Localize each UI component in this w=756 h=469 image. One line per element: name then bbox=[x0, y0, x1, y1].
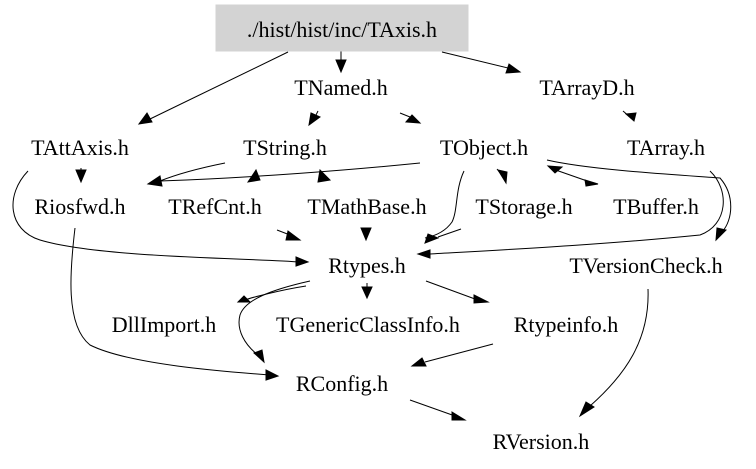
arrow-Rtypes-from-TRefCnt bbox=[285, 230, 302, 241]
edge-Rtypes-Rtypeinfo bbox=[425, 280, 476, 300]
node-TBuffer[interactable]: TBuffer.h bbox=[613, 194, 699, 219]
node-TStorage[interactable]: TStorage.h bbox=[475, 194, 572, 219]
arrow-Rtypeinfo bbox=[473, 294, 490, 304]
arrow-Riosfwd-from-TAttAxis bbox=[75, 169, 87, 184]
arrow-TVersionCheck bbox=[715, 227, 727, 242]
node-labels: ./hist/hist/inc/TAxis.h TNamed.h TArrayD… bbox=[31, 17, 723, 454]
arrow-RConfig-from-Riosfwd bbox=[265, 369, 280, 381]
edge-TVersionCheck-RVersion bbox=[589, 288, 649, 407]
arrow-TNamed bbox=[335, 59, 347, 74]
node-Rtypes[interactable]: Rtypes.h bbox=[328, 253, 406, 278]
edge-TStorage-Rtypes bbox=[437, 228, 462, 238]
node-TObject[interactable]: TObject.h bbox=[440, 135, 528, 160]
node-TAxis[interactable]: ./hist/hist/inc/TAxis.h bbox=[247, 17, 437, 42]
edges bbox=[12, 50, 732, 417]
arrow-TRefCnt bbox=[246, 168, 261, 183]
node-RConfig[interactable]: RConfig.h bbox=[296, 371, 388, 396]
arrow-TObject bbox=[404, 114, 422, 124]
arrow-Rtypes-from-TAttAxis bbox=[295, 256, 310, 267]
arrow-RConfig-from-Rtypes bbox=[253, 349, 265, 364]
arrow-TGenericClassInfo bbox=[361, 286, 373, 300]
arrow-TBuffer bbox=[584, 179, 599, 187]
edge-TNamed-TString bbox=[315, 110, 319, 116]
arrow-RVersion-from-TVersionCheck bbox=[578, 401, 595, 418]
node-TVersionCheck[interactable]: TVersionCheck.h bbox=[569, 253, 722, 278]
arrow-TObject-back bbox=[546, 165, 564, 174]
node-TRefCnt[interactable]: TRefCnt.h bbox=[168, 194, 262, 219]
edge-TObject-TVersionCheck bbox=[546, 159, 732, 233]
node-Rtypeinfo[interactable]: Rtypeinfo.h bbox=[514, 312, 619, 337]
edge-Riosfwd-RConfig bbox=[70, 227, 271, 376]
node-RVersion[interactable]: RVersion.h bbox=[493, 429, 590, 454]
node-TMathBase[interactable]: TMathBase.h bbox=[307, 194, 426, 219]
arrow-Riosfwd bbox=[146, 175, 163, 187]
edge-TAxis-TArrayD bbox=[441, 51, 513, 70]
arrowheads bbox=[75, 59, 727, 421]
node-DllImport[interactable]: DllImport.h bbox=[112, 312, 217, 337]
arrow-RConfig-from-Rtypeinfo bbox=[410, 357, 427, 367]
node-Riosfwd[interactable]: Riosfwd.h bbox=[34, 194, 125, 219]
edge-Rtypes-RConfig bbox=[238, 280, 311, 356]
arrow-Rtypes-from-TArray bbox=[416, 249, 431, 259]
node-TArrayD[interactable]: TArrayD.h bbox=[539, 75, 634, 100]
node-TAttAxis[interactable]: TAttAxis.h bbox=[31, 135, 129, 160]
arrow-Rtypes-from-TMathBase bbox=[360, 227, 372, 242]
arrow-TArrayD bbox=[505, 63, 522, 74]
arrow-Rtypes-from-TObject bbox=[424, 233, 440, 244]
edge-TObject-TString-row bbox=[159, 162, 421, 182]
edge-TArray-Rtypes bbox=[429, 170, 724, 255]
arrow-DllImport bbox=[236, 295, 252, 303]
node-TArray[interactable]: TArray.h bbox=[627, 135, 705, 160]
edge-TAttAxis-Rtypes bbox=[12, 170, 301, 263]
edge-Rtypes-DllImport bbox=[244, 285, 307, 301]
edge-TAxis-TAttAxis bbox=[149, 51, 289, 120]
root-node-box bbox=[215, 4, 469, 52]
arrow-TArray bbox=[624, 112, 637, 122]
arrow-RVersion-from-RConfig bbox=[451, 411, 467, 421]
node-TGenericClassInfo[interactable]: TGenericClassInfo.h bbox=[276, 312, 460, 337]
arrow-TAttAxis bbox=[137, 112, 153, 125]
edge-TObject-Rtypes-curve bbox=[424, 170, 465, 239]
node-TString[interactable]: TString.h bbox=[243, 135, 327, 160]
arrow-TStorage bbox=[496, 169, 508, 185]
edge-RConfig-RVersion bbox=[409, 399, 456, 417]
edge-TString-Riosfwd bbox=[159, 162, 226, 182]
node-TNamed[interactable]: TNamed.h bbox=[294, 75, 387, 100]
edge-Rtypeinfo-RConfig bbox=[424, 343, 494, 363]
arrow-TString bbox=[308, 112, 321, 127]
arrow-TMathBase bbox=[317, 168, 332, 183]
